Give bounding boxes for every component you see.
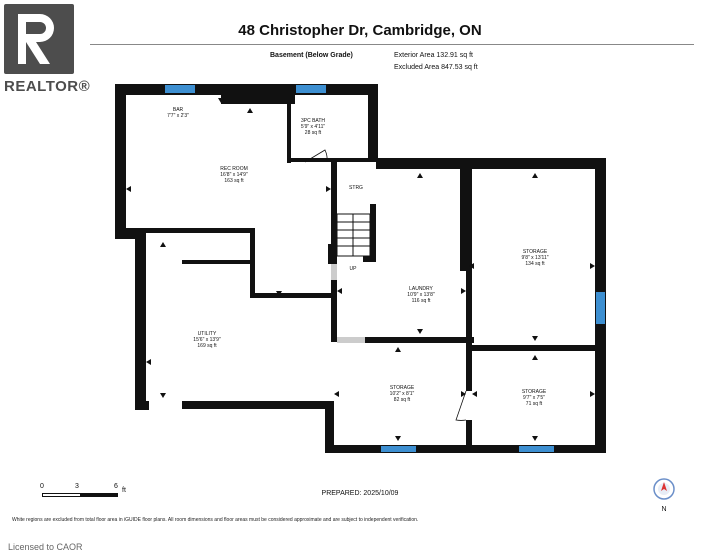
- wall: [370, 204, 376, 262]
- wall: [115, 228, 145, 239]
- wall: [466, 420, 472, 452]
- wall: [466, 169, 472, 341]
- realtor-logo-text: REALTOR®: [4, 78, 91, 95]
- wall: [287, 158, 377, 162]
- stairs: [336, 213, 371, 257]
- room-label-laundry: LAUNDRY 10'9" x 13'8" 116 sq ft: [407, 286, 434, 304]
- room-area: 169 sq ft: [197, 343, 217, 349]
- room-dims: 9'7" x 7'5": [523, 395, 545, 401]
- room-area: 134 sq ft: [525, 261, 545, 267]
- wall: [331, 280, 337, 342]
- wall: [250, 228, 255, 298]
- room-name: UTILITY: [197, 331, 217, 337]
- exterior-area: Exterior Area 132.91 sq ft: [394, 52, 473, 59]
- room-dims: 9'8" x 13'11": [521, 255, 549, 261]
- room-label-storage-3: STORAGE 9'7" x 7'5" 71 sq ft: [522, 389, 546, 407]
- room-area: 163 sq ft: [224, 178, 244, 184]
- wall: [135, 401, 149, 410]
- header-divider: [90, 44, 694, 45]
- scale-tick-6: 6: [114, 483, 118, 490]
- room-label-strg: STRG: [349, 185, 363, 191]
- excluded-area: Excluded Area 847.53 sq ft: [394, 64, 478, 71]
- room-dims: 5'9" x 4'11": [300, 124, 326, 130]
- listing-address-title: 48 Christopher Dr, Cambridge, ON: [238, 22, 482, 39]
- room-name: STRG: [349, 185, 363, 191]
- wall: [325, 445, 606, 453]
- wall: [368, 84, 378, 162]
- wall: [295, 84, 376, 95]
- room-area: 116 sq ft: [411, 298, 431, 304]
- window: [381, 446, 416, 452]
- dimension-markers: [126, 98, 595, 441]
- scale-unit: ft: [122, 487, 126, 494]
- wall: [135, 228, 146, 410]
- license-notice: Licensed to CAOR: [8, 542, 83, 552]
- compass-icon: [653, 478, 675, 500]
- footnote: White regions are excluded from total fl…: [12, 517, 419, 523]
- wall: [376, 158, 606, 169]
- room-label-rec: REC ROOM 16'8" x 14'9" 163 sq ft: [220, 166, 248, 184]
- room-label-storage-2: STORAGE 10'2" x 8'1" 82 sq ft: [390, 385, 415, 403]
- room-name: STORAGE: [389, 385, 415, 391]
- room-label-up: UP: [350, 266, 357, 272]
- openings: [331, 264, 365, 343]
- room-name: LAUNDRY: [409, 286, 433, 292]
- level-label: Basement (Below Grade): [270, 52, 353, 59]
- wall: [466, 341, 472, 391]
- scale-bar: 0 3 6 ft: [38, 483, 138, 503]
- scale-tick-0: 0: [40, 483, 44, 490]
- room-label-storage-1: STORAGE 9'8" x 13'11" 134 sq ft: [521, 249, 548, 267]
- windows: [165, 85, 605, 452]
- scale-bar-segment: [80, 493, 99, 497]
- wall: [182, 260, 250, 264]
- room-name: 3PC BATH: [300, 118, 326, 124]
- window: [296, 85, 326, 93]
- realtor-logo: REALTOR®: [0, 0, 90, 104]
- room-area: 71 sq ft: [525, 401, 543, 407]
- room-name: STORAGE: [521, 389, 547, 395]
- wall: [470, 345, 600, 351]
- window: [596, 292, 605, 324]
- room-label-utility: UTILITY 15'6" x 13'9" 169 sq ft: [193, 331, 220, 349]
- wall: [331, 162, 337, 244]
- realtor-logo-mark: [4, 4, 74, 74]
- wall: [325, 401, 334, 452]
- room-dims: 10'9" x 13'8": [407, 292, 435, 298]
- wall: [250, 293, 333, 298]
- scale-tick-3: 3: [75, 483, 79, 490]
- room-area: 28 sq ft: [304, 130, 322, 136]
- room-dims: 15'6" x 13'9": [193, 337, 221, 343]
- room-dims: 16'8" x 14'9": [220, 172, 248, 178]
- wall: [287, 95, 291, 163]
- room-name: STORAGE: [522, 249, 548, 255]
- wall: [328, 244, 337, 264]
- room-label-bath: 3PC BATH 5'9" x 4'11" 28 sq ft: [301, 118, 325, 136]
- prepared-date: PREPARED: 2025/10/09: [321, 490, 399, 497]
- room-area: 82 sq ft: [393, 397, 411, 403]
- room-dims: 7'7" x 2'3": [167, 113, 189, 119]
- window: [165, 85, 195, 93]
- wall: [363, 256, 376, 262]
- north-compass: N: [652, 477, 676, 513]
- wall: [126, 228, 250, 233]
- room-label-bar: BAR 7'7" x 2'3": [167, 107, 189, 119]
- door-swings: [304, 149, 467, 421]
- scale-bar-segment: [99, 493, 118, 497]
- wall: [115, 84, 126, 239]
- wall: [460, 169, 469, 271]
- wall: [221, 84, 295, 104]
- wall: [182, 401, 332, 409]
- compass-label: N: [661, 506, 667, 513]
- wall: [365, 337, 474, 343]
- room-name: REC ROOM: [220, 166, 248, 172]
- room-name: BAR: [172, 107, 184, 113]
- room-dims: 10'2" x 8'1": [389, 391, 415, 397]
- window: [519, 446, 554, 452]
- room-name: UP: [349, 266, 357, 272]
